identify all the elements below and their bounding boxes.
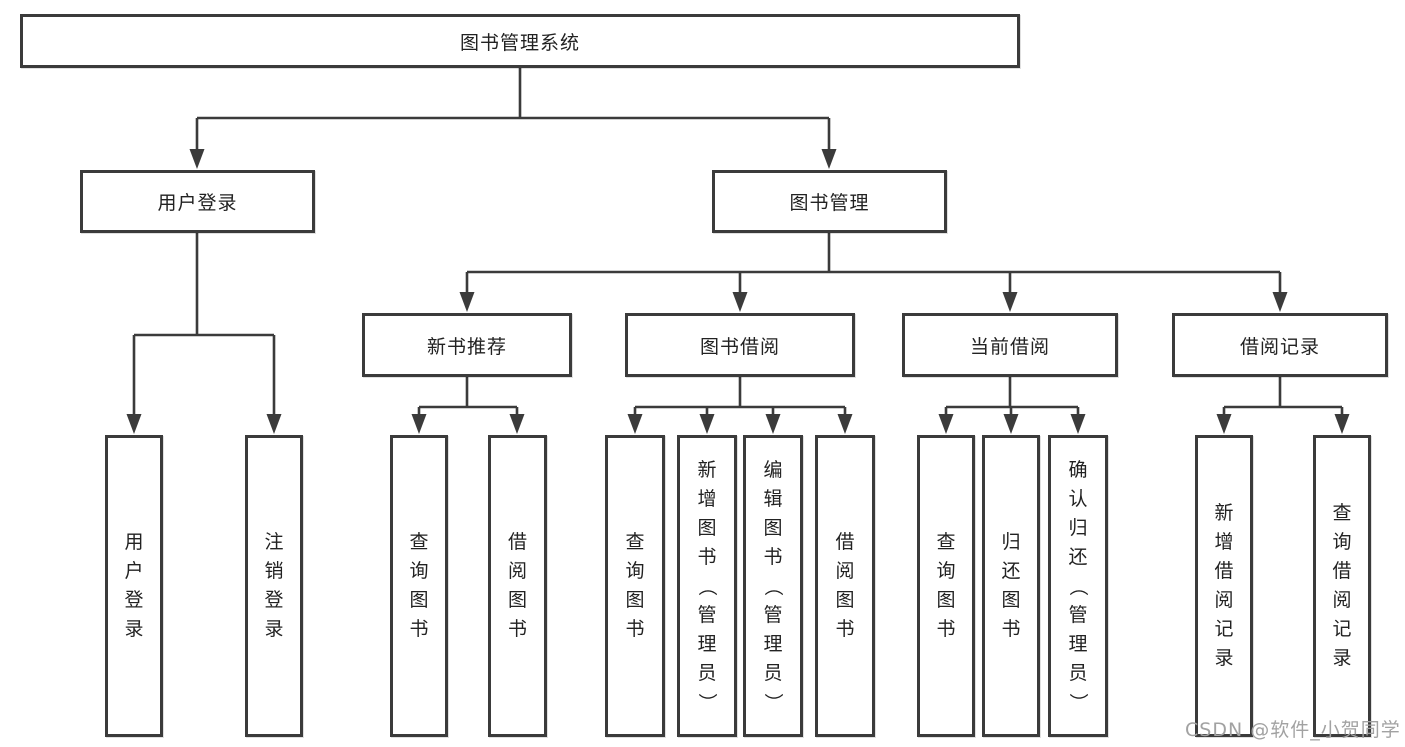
connector-newbook-to-leaves (417, 377, 519, 416)
node-library-system: 图书管理系统 (20, 14, 1020, 68)
leaf-label: 查询借阅记录 (1332, 502, 1352, 669)
node-book-management: 图书管理 (712, 170, 947, 233)
leaf-label: 新增借阅记录 (1214, 502, 1234, 669)
leaf-add-borrow-record: 新增借阅记录 (1195, 435, 1253, 737)
arrow-down-icon (1002, 292, 1018, 312)
leaf-query-book-current: 查询图书 (917, 435, 975, 737)
leaf-label: 用户登录 (124, 531, 144, 640)
leaf-label: 借阅图书 (835, 531, 855, 640)
arrow-down-icon (821, 149, 837, 169)
arrow-down-icon (1334, 414, 1350, 434)
leaf-label: 查询图书 (409, 531, 429, 640)
arrow-down-icon (1216, 414, 1232, 434)
connector-root-to-level2 (195, 68, 831, 151)
leaf-return-book: 归还图书 (982, 435, 1040, 737)
leaf-user-login: 用户登录 (105, 435, 163, 737)
arrow-down-icon (411, 414, 427, 434)
leaf-label: 归还图书 (1001, 531, 1021, 640)
arrow-down-icon (126, 414, 142, 434)
leaf-query-book-borrow: 查询图书 (605, 435, 665, 737)
arrow-down-icon (732, 292, 748, 312)
arrow-down-icon (1003, 414, 1019, 434)
arrow-down-icon (627, 414, 643, 434)
node-current-borrow: 当前借阅 (902, 313, 1118, 377)
leaf-logout: 注销登录 (245, 435, 303, 737)
leaf-label: 确认归还（管理员） (1067, 458, 1090, 712)
connector-userlogin-to-leaves (132, 233, 276, 416)
arrow-down-icon (266, 414, 282, 434)
arrow-down-icon (1272, 292, 1288, 312)
leaf-query-borrow-record: 查询借阅记录 (1313, 435, 1371, 737)
leaf-query-book-recommend: 查询图书 (390, 435, 448, 737)
leaf-borrow-book: 借阅图书 (815, 435, 875, 737)
leaf-label: 查询图书 (936, 531, 956, 640)
node-new-book-recommend: 新书推荐 (362, 313, 572, 377)
connector-borrowrecords-to-leaves (1222, 377, 1344, 416)
leaf-label: 借阅图书 (507, 531, 527, 640)
leaf-label: 注销登录 (264, 531, 284, 640)
arrow-down-icon (938, 414, 954, 434)
node-borrow-records: 借阅记录 (1172, 313, 1388, 377)
leaf-label: 编辑图书（管理员） (762, 458, 785, 712)
arrow-down-icon (1070, 414, 1086, 434)
leaf-confirm-return-admin: 确认归还（管理员） (1048, 435, 1108, 737)
leaf-borrow-book-recommend: 借阅图书 (488, 435, 547, 737)
arrow-down-icon (765, 414, 781, 434)
leaf-label: 查询图书 (625, 531, 645, 640)
connector-bookborrow-to-leaves (633, 377, 847, 416)
arrow-down-icon (699, 414, 715, 434)
connector-currentborrow-to-leaves (944, 377, 1080, 416)
arrow-down-icon (189, 149, 205, 169)
leaf-edit-book-admin: 编辑图书（管理员） (743, 435, 803, 737)
arrow-down-icon (837, 414, 853, 434)
arrowheads (126, 149, 1350, 434)
leaf-add-book-admin: 新增图书（管理员） (677, 435, 737, 737)
node-user-login-group: 用户登录 (80, 170, 315, 233)
arrow-down-icon (509, 414, 525, 434)
arrow-down-icon (459, 292, 475, 312)
node-book-borrow: 图书借阅 (625, 313, 855, 377)
leaf-label: 新增图书（管理员） (696, 458, 719, 712)
csdn-watermark: CSDN @软件_小贺同学 (1185, 719, 1401, 741)
connector-bookmgmt-to-level3 (465, 233, 1282, 294)
